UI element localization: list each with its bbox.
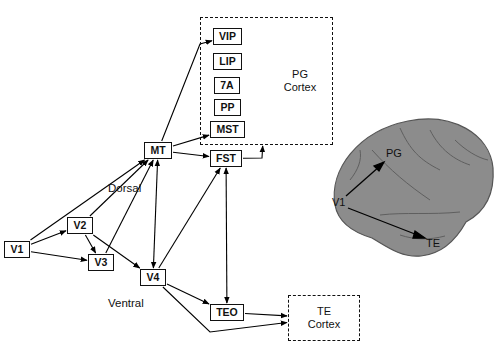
pathway-arrow (153, 160, 157, 268)
stream-label: Dorsal (108, 182, 141, 194)
pathway-arrow (31, 231, 66, 244)
area-name: LIP (219, 55, 235, 67)
area-box: V2 (67, 217, 93, 234)
cortex-region: TE Cortex (288, 295, 360, 341)
stream-label: Ventral (108, 297, 144, 309)
area-name: MT (150, 144, 165, 156)
brain-outline (334, 119, 493, 256)
brain-pathway-arrows (346, 162, 425, 238)
brain-sulci (350, 128, 488, 239)
area-name: V4 (147, 271, 160, 283)
pathway-arrow (243, 146, 263, 158)
brain-label: V1 (332, 196, 345, 208)
area-name: V3 (95, 256, 108, 268)
area-box: FST (210, 150, 242, 167)
area-box: LIP (213, 53, 242, 70)
pathway-arrow (173, 152, 209, 156)
area-box: V4 (140, 269, 166, 286)
region-name: PG Cortex (278, 68, 322, 94)
region-name: TE Cortex (302, 305, 346, 331)
area-name: PP (220, 101, 234, 113)
pathway-arrow (167, 284, 209, 304)
area-name: V1 (11, 243, 24, 255)
area-box: TEO (210, 304, 244, 321)
pathway-arrow (159, 168, 220, 268)
area-box: PP (214, 99, 241, 116)
area-box: 7A (214, 77, 240, 94)
area-name: MST (216, 123, 238, 135)
brain-label: TE (426, 237, 440, 249)
pathway-arrow (162, 41, 212, 141)
area-name: TEO (216, 306, 238, 318)
pathway-arrow (90, 160, 148, 216)
pathway-arrow (163, 287, 287, 332)
cortex-region: PG Cortex VIP LIP 7A PP MST (200, 17, 333, 145)
area-box: V3 (88, 254, 114, 271)
area-name: V2 (74, 219, 87, 231)
pathway-arrow (31, 252, 87, 261)
brain-label: PG (386, 147, 402, 159)
pathway-arrow (85, 235, 95, 253)
pathway-arrow (245, 314, 287, 316)
pathway-arrow (31, 160, 145, 240)
pathway-arrow (106, 160, 153, 253)
pathway-arrow (226, 168, 228, 303)
area-box: VIP (213, 28, 242, 45)
area-box: MT (144, 142, 172, 159)
area-name: 7A (220, 79, 233, 91)
area-name: FST (216, 152, 236, 164)
area-name: VIP (219, 30, 236, 42)
area-box: MST (210, 121, 245, 138)
pathway-arrow (93, 235, 139, 268)
area-box: V1 (4, 241, 30, 258)
